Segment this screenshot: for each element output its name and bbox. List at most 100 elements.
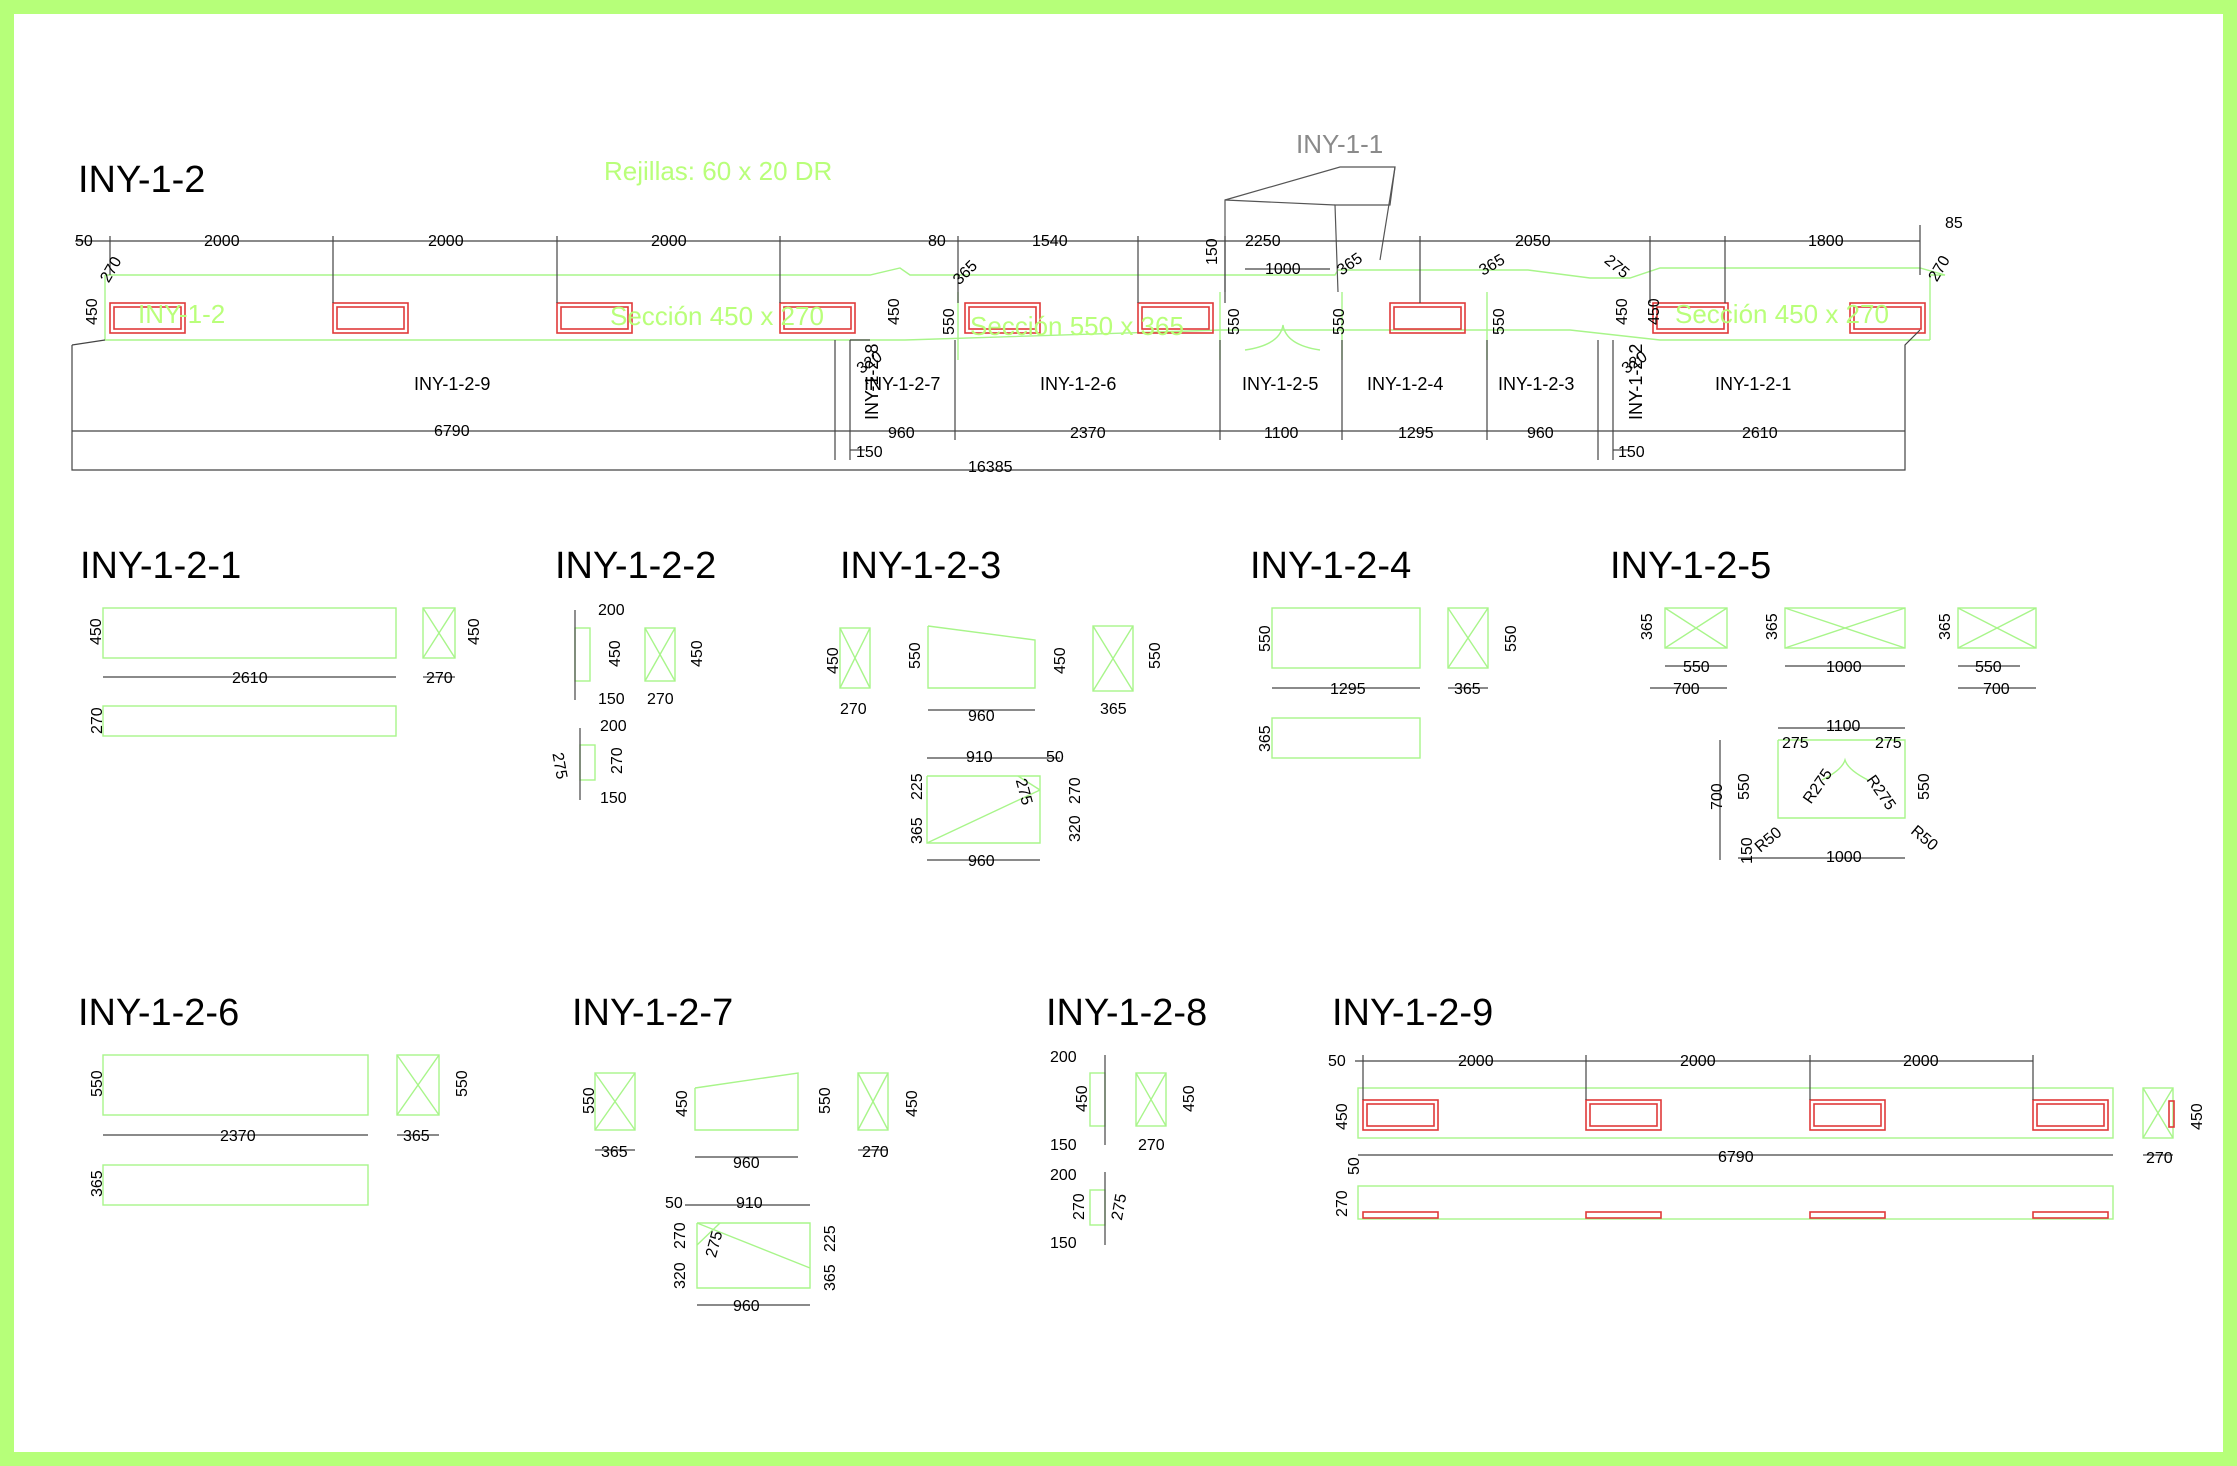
section-c-label: Sección 450 x 270 [1675,299,1889,329]
dim-text: 150 [1050,1235,1077,1252]
dim-text: 85 [1945,215,1963,232]
dim-text: 270 [1067,777,1084,804]
dim-text: 960 [888,425,915,442]
dim-text: 365 [1100,701,1127,718]
dim-text: 2000 [651,233,687,250]
dim-text: 550 [907,642,924,669]
dim-text: 960 [968,853,995,870]
part-INY-1-2-5: INY-1-2-5 365 550 700 365 1000 365 550 7… [1610,545,2037,866]
dim-text: 2000 [1903,1053,1939,1070]
dim-text: 450 [689,640,706,667]
dim-text: 6790 [1718,1149,1754,1166]
dim-text: 550 [817,1087,834,1114]
branch-label: INY-1-1 [1296,129,1383,159]
dim-text: 2050 [1515,233,1551,250]
dim-text: 320 [672,1262,689,1289]
dim-text: 550 [1147,642,1164,669]
dim-text: 1800 [1808,233,1844,250]
dim-text: 2250 [1245,233,1281,250]
dim-text: 270 [1071,1193,1088,1220]
dim-text: 450 [674,1090,691,1117]
segment-label: INY-1-2-4 [1367,374,1443,394]
dim-text: 365 [601,1144,628,1161]
dim-text: 1295 [1398,425,1434,442]
dim-text: 1100 [1264,425,1299,442]
dim-text: R50 [1752,824,1785,856]
dim-text: 275 [1012,777,1035,807]
dim-text: 365 [1639,613,1656,640]
dim-text: 910 [966,749,993,766]
part-title: INY-1-2-6 [78,992,239,1034]
dim-text: 2000 [1458,1053,1494,1070]
dim-text: 150 [1618,444,1645,461]
branch-box [1224,166,1396,293]
part-title: INY-1-2-3 [840,545,1001,587]
dim-text: 2610 [1742,425,1778,442]
dim-text: 450 [1614,298,1631,325]
segment-label: INY-1-2-8 [862,344,882,420]
segment-label: INY-1-2-9 [414,374,490,394]
dim-text: 550 [1975,659,2002,676]
segment-label: INY-1-2-5 [1242,374,1318,394]
dim-text: 50 [75,233,93,250]
part-title: INY-1-2-9 [1332,992,1493,1034]
dim-text: 1100 [1826,718,1861,735]
dim-text: 2370 [220,1128,256,1145]
dim-text: 450 [904,1090,921,1117]
dim-text: 270 [840,701,867,718]
dim-text: 550 [1226,308,1243,335]
top-dimension-lines [75,225,1921,303]
dim-text: 450 [88,618,105,645]
section-a-label: Sección 450 x 270 [610,301,824,331]
dim-text: 225 [822,1225,839,1252]
dim-text: 365 [1257,725,1274,752]
dim-text: 275 [1875,735,1902,752]
part-title: INY-1-2-2 [555,545,716,587]
dim-text: 960 [1527,425,1554,442]
dim-text: 450 [1181,1085,1198,1112]
part-title: INY-1-2-1 [80,545,241,587]
segment-label: INY-1-2-6 [1040,374,1116,394]
dim-text: 150 [600,790,627,807]
dim-text: 450 [1074,1085,1091,1112]
dim-text: 275 [1109,1192,1130,1221]
dim-text: 550 [1683,659,1710,676]
dim-text: 2610 [232,670,268,687]
part-INY-1-2-6: INY-1-2-6 550 2370 550 365 365 [78,992,471,1206]
dim-text: 700 [1983,681,2010,698]
dim-text: 270 [1138,1137,1165,1154]
dim-text: 1000 [1826,659,1862,676]
dim-text: 550 [454,1070,471,1097]
part-title: INY-1-2-8 [1046,992,1207,1034]
dim-text: 550 [89,1070,106,1097]
dim-text: 450 [466,618,483,645]
part-title: INY-1-2-4 [1250,545,1411,587]
segment-lines [71,329,1921,471]
section-b-label: Sección 550 x 365 [970,311,1184,341]
dim-text: 550 [1916,773,1933,800]
dim-text: 200 [1050,1049,1077,1066]
main-title: INY-1-2 [78,159,205,201]
dim-text: 1000 [1265,261,1301,278]
dim-text: 270 [426,670,453,687]
dim-text: R275 [1863,772,1899,813]
dim-text: 450 [84,298,101,325]
part-title: INY-1-2-5 [1610,545,1771,587]
dim-text: 80 [928,233,946,250]
dim-text: 1000 [1826,849,1862,866]
grilles-note: Rejillas: 60 x 20 DR [604,156,832,186]
dim-text: 150 [856,444,883,461]
dim-text: 50 [1328,1053,1346,1070]
part-INY-1-2-8: INY-1-2-8 200 450 150 450 270 200 270 27… [1046,992,1207,1252]
dim-text: 550 [1331,308,1348,335]
part-INY-1-2-7: INY-1-2-7 550 365 450 960 550 450 270 50… [572,992,921,1315]
dim-text: 150 [1050,1137,1077,1154]
section-label-left: INY-1-2 [138,299,225,329]
dim-text: 450 [1052,647,1069,674]
dim-text: 960 [733,1298,760,1315]
segment-label: INY-1-2-2 [1626,344,1646,420]
dim-text: 270 [89,707,106,734]
dim-text: R275 [1800,766,1836,807]
dim-text: 2370 [1070,425,1106,442]
